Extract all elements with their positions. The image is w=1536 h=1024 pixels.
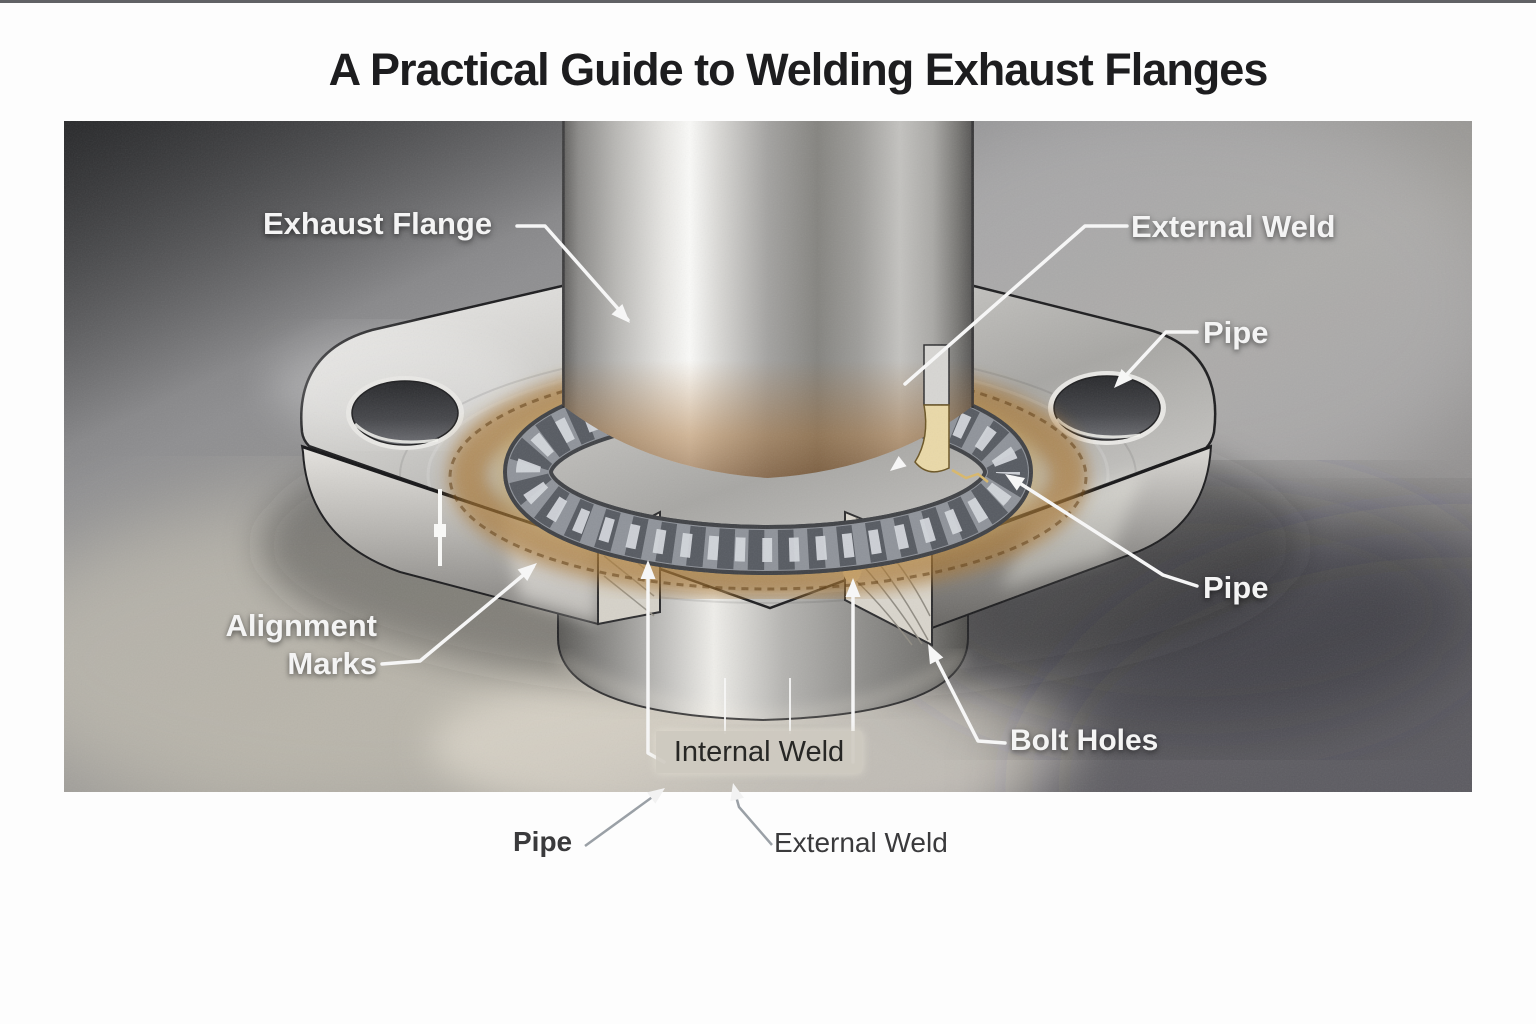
label-pipe-top-right: Pipe	[1203, 315, 1269, 350]
label-pipe-bottom: Pipe	[513, 826, 573, 857]
label-bolt-holes: Bolt Holes	[1010, 724, 1159, 757]
leader-pipe-bottom	[584, 788, 663, 848]
label-exhaust-flange: Exhaust Flange	[263, 206, 493, 241]
page-title: A Practical Guide to Welding Exhaust Fla…	[328, 44, 1269, 95]
label-pipe-mid-right: Pipe	[1203, 570, 1269, 605]
label-alignment-marks: Alignment Marks	[140, 607, 377, 683]
label-external-weld-top: External Weld	[1131, 209, 1336, 244]
top-edge-strip	[0, 0, 1536, 3]
leader-external-weld-bottom	[732, 788, 773, 846]
grain-texture	[64, 121, 1472, 792]
label-alignment-line1: Alignment	[225, 608, 377, 643]
label-external-weld-bottom: External Weld	[774, 827, 948, 858]
label-internal-weld: Internal Weld	[656, 731, 862, 773]
label-alignment-line2: Marks	[287, 646, 377, 681]
